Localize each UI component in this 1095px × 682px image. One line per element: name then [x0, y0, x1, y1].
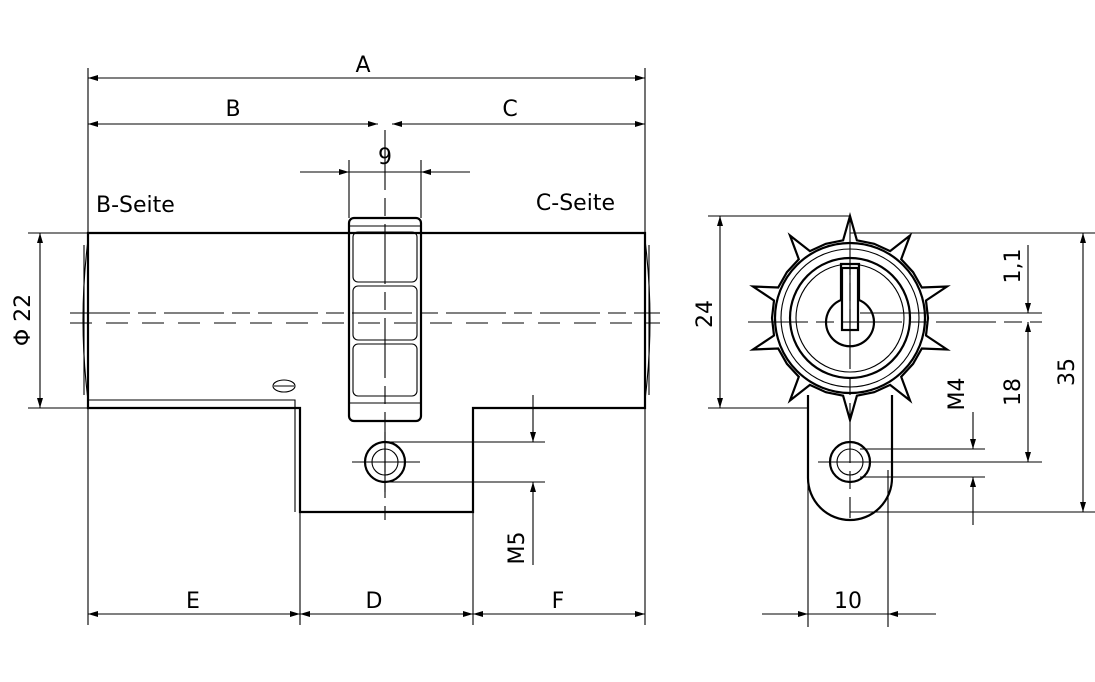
c-side-end-face: [644, 239, 651, 401]
side-view: 24 35 1,1 18 M4 10: [693, 211, 1095, 627]
label-m4: M4: [945, 378, 970, 411]
label-diameter: Φ 22: [11, 294, 36, 346]
label-35: 35: [1055, 358, 1080, 386]
label-18: 18: [1001, 378, 1026, 406]
side-lug: [806, 395, 894, 522]
label-f: F: [552, 589, 565, 614]
front-view: A B C 9 B-Seite C-Seite Φ 22 M5 E D: [11, 53, 660, 625]
flange-step: [88, 399, 296, 512]
label-b: B: [225, 97, 240, 122]
label-11: 1,1: [1001, 249, 1026, 284]
label-c: C: [502, 97, 517, 122]
b-side-end-face: [82, 239, 89, 401]
label-m5: M5: [505, 532, 530, 565]
label-cam-width: 9: [378, 145, 392, 170]
pin-oval: [272, 379, 296, 393]
label-b-side: B-Seite: [96, 193, 175, 218]
label-c-side: C-Seite: [536, 191, 615, 216]
knurled-knob: [749, 211, 951, 425]
keyway: [824, 262, 876, 348]
label-d: D: [366, 589, 383, 614]
label-24: 24: [693, 300, 718, 328]
label-a: A: [355, 53, 370, 78]
label-e: E: [186, 589, 200, 614]
label-10: 10: [834, 589, 862, 614]
